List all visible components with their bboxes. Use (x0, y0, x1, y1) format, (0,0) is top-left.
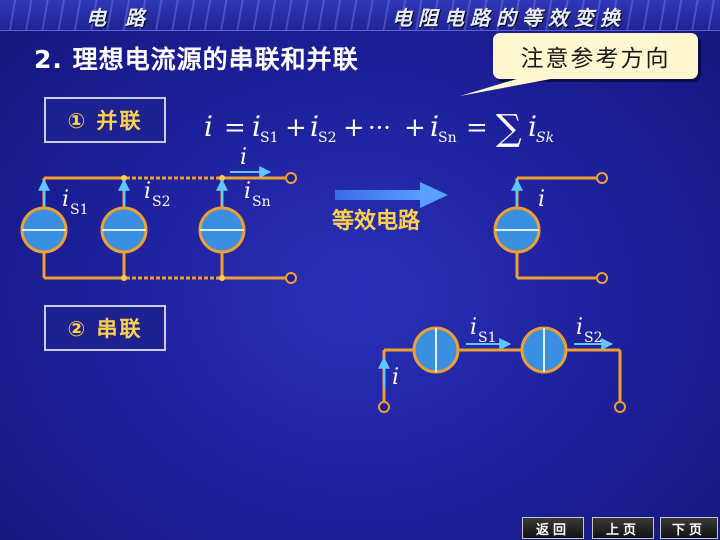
label-series-is1-sub: S1 (478, 330, 497, 346)
formula-s2: S2 (318, 130, 337, 146)
formula-plus3: + (404, 113, 426, 143)
formula-s1: S1 (260, 130, 279, 146)
terminal (378, 401, 390, 413)
label-is2: i (144, 179, 151, 204)
label-isn: i (244, 179, 251, 204)
label-series-is1: i (470, 315, 477, 340)
callout-note: 注意参考方向 (493, 33, 698, 79)
slide-title: 2. 理想电流源的串联和并联 (34, 45, 359, 74)
label-series-is2: i (576, 315, 583, 340)
series-label: ② 串联 (44, 305, 166, 351)
current-source-isn (198, 206, 246, 254)
next-page-button[interactable]: 下页 (660, 517, 718, 539)
label-series-is2-sub: S2 (584, 330, 603, 346)
label-series-i: i (392, 365, 399, 390)
course-title: 电 路 (86, 6, 151, 30)
current-source-is2 (100, 206, 148, 254)
formula-sk: Sk (536, 130, 554, 146)
terminal (614, 401, 626, 413)
series-labels: i S1 i S2 i (392, 315, 603, 390)
formula-isk: i (528, 110, 537, 143)
parallel-labels: i i S1 i S2 i Sn (62, 145, 271, 218)
chapter-title: 电阻电路的等效变换 (392, 6, 626, 30)
formula-is1: i (252, 110, 261, 143)
equivalent-arrow (335, 182, 448, 208)
current-source-is1 (20, 206, 68, 254)
terminal (596, 172, 608, 184)
formula-i: i (204, 110, 213, 143)
equivalent-label: 等效电路 (332, 208, 421, 234)
header-banner: 电 路 电阻电路的等效变换 (0, 0, 720, 31)
label-is1: i (62, 187, 69, 212)
formula-sn: Sn (438, 130, 457, 146)
series-source-is2 (520, 326, 568, 374)
formula-plus2: + (343, 113, 365, 143)
prev-page-button[interactable]: 上页 (592, 517, 654, 539)
formula-sum: ∑ (496, 108, 522, 149)
label-i-eq: i (538, 187, 545, 212)
terminal (285, 272, 297, 284)
formula-is2: i (310, 110, 319, 143)
label-is2-sub: S2 (152, 194, 171, 210)
label-i: i (240, 145, 247, 170)
formula-plus1: + (285, 113, 307, 143)
label-is1-sub: S1 (70, 202, 89, 218)
callout-pointer (460, 78, 556, 96)
formula-eq: = (224, 113, 246, 143)
junction-dot (219, 275, 225, 281)
banner-pattern (0, 0, 720, 30)
parallel-circuit (42, 176, 291, 280)
parallel-label: ① 并联 (44, 97, 166, 143)
junction-dot (121, 275, 127, 281)
formula: i = i S1 + i S2 + ··· + i Sn = ∑ i Sk (204, 108, 554, 149)
back-button[interactable]: 返回 (522, 517, 584, 539)
formula-eq2: = (466, 113, 488, 143)
series-source-is1 (412, 326, 460, 374)
formula-dots: ··· (368, 114, 391, 142)
label-isn-sub: Sn (252, 194, 271, 210)
equivalent-source (493, 206, 541, 254)
formula-isn: i (430, 110, 439, 143)
terminal (285, 172, 297, 184)
terminal (596, 272, 608, 284)
